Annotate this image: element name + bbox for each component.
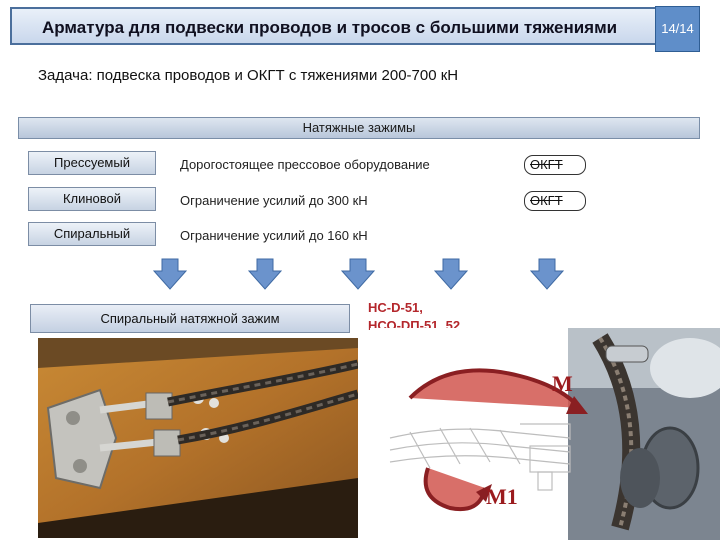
- okgt-tag-1: ОКГТ: [530, 157, 563, 172]
- clamp-label-spiral: Спиральный: [28, 222, 156, 246]
- tension-clamp-detail-photo: [370, 328, 720, 540]
- moment-label-m: M: [552, 371, 573, 396]
- spiral-clamp-label: Спиральный натяжной зажим: [30, 304, 350, 333]
- clamp-desc-wedge: Ограничение усилий до 300 кН: [180, 193, 368, 208]
- down-arrow-icon: [248, 258, 282, 290]
- down-arrow-icon: [341, 258, 375, 290]
- clamp-label-wedge: Клиновой: [28, 187, 156, 211]
- product-code-line: НС-D-51,: [368, 300, 423, 315]
- okgt-frame-2: [524, 191, 586, 211]
- down-arrow-icon: [434, 258, 468, 290]
- down-arrow-icon: [530, 258, 564, 290]
- okgt-frame-1: [524, 155, 586, 175]
- section-header: Натяжные зажимы: [18, 117, 700, 139]
- okgt-tag-2: ОКГТ: [530, 193, 563, 208]
- slide-title: Арматура для подвески проводов и тросов …: [10, 7, 665, 45]
- clamp-label-pressed: Прессуемый: [28, 151, 156, 175]
- down-arrow-icon: [153, 258, 187, 290]
- page-number-badge: 14/14: [655, 6, 700, 52]
- task-statement: Задача: подвеска проводов и ОКГТ с тяжен…: [38, 67, 459, 84]
- clamp-desc-spiral: Ограничение усилий до 160 кН: [180, 228, 368, 243]
- clamp-desc-pressed: Дорогостоящее прессовое оборудование: [180, 157, 430, 172]
- spiral-clamp-photo: [38, 338, 358, 538]
- moment-label-m1: M1: [486, 484, 518, 509]
